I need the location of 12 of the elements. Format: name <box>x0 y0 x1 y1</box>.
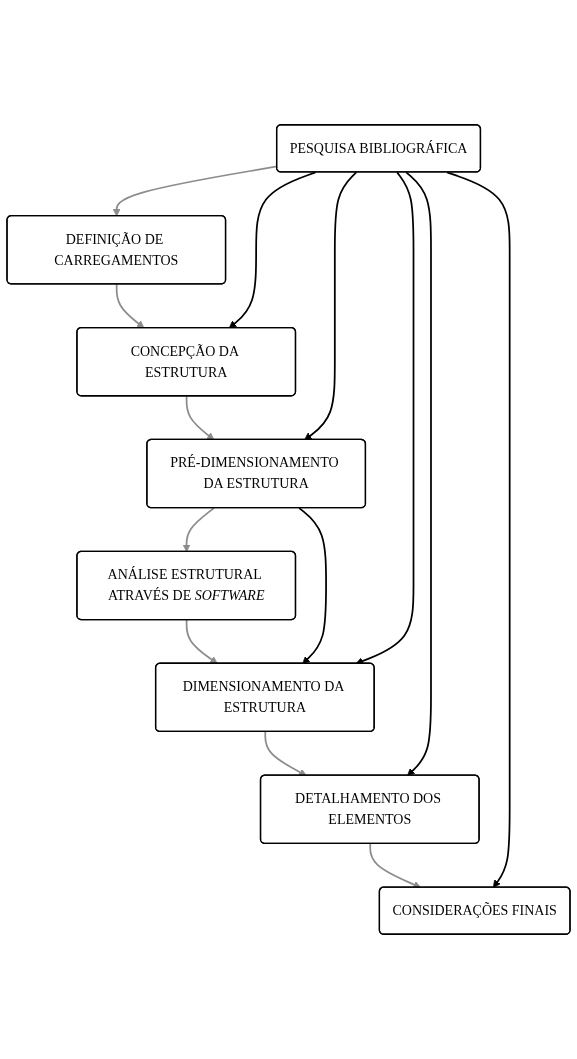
arrow <box>182 507 215 553</box>
arrow <box>369 842 421 889</box>
arrow <box>446 171 511 888</box>
arrow <box>304 171 358 441</box>
arrow <box>264 731 307 776</box>
arrow <box>185 619 218 665</box>
arrow <box>355 171 415 665</box>
arrow <box>228 171 317 329</box>
arrow <box>405 171 432 776</box>
arrow <box>185 395 215 441</box>
arrow <box>298 507 327 665</box>
arrow <box>115 283 145 329</box>
